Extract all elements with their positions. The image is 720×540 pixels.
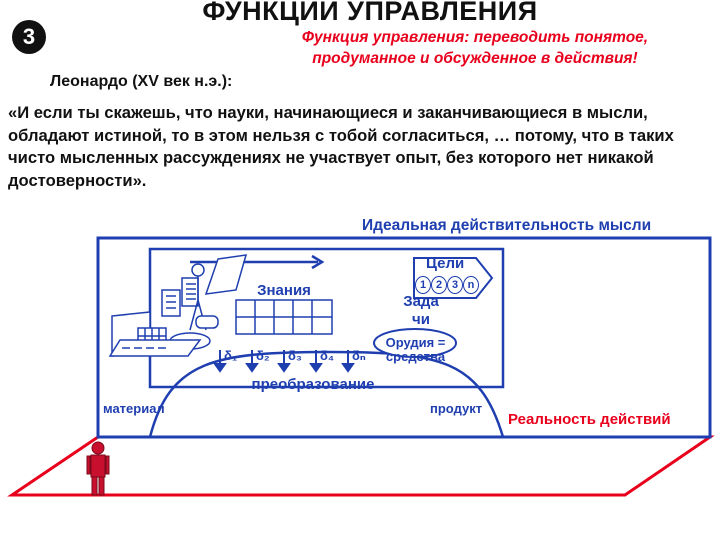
function-note: Функция управления: переводить понятое, …	[301, 29, 649, 67]
quote-text: «И если ты скажешь, что науки, начинающи…	[8, 103, 674, 190]
quote-author: Леонардо (XV век н.э.):	[50, 73, 233, 90]
product-label: продукт	[430, 401, 483, 416]
goals-label: Цели	[426, 255, 465, 272]
material-label: материал	[103, 401, 165, 416]
tasks-label: Задачи	[403, 293, 439, 328]
transformation-label: преобразование	[251, 376, 375, 393]
knowledge-grid	[235, 299, 333, 335]
ideal-frame-outer	[96, 236, 712, 439]
tools-label: Орудия = средства	[385, 335, 446, 364]
workbench-icon	[108, 311, 202, 357]
delta-arrows	[213, 350, 355, 373]
knowledge-label: Знания	[257, 282, 311, 299]
action-reality-label: Реальность действий	[508, 411, 671, 428]
page-title: ФУНКЦИИ УПРАВЛЕНИЯ	[202, 0, 538, 26]
tools-ellipse	[373, 328, 457, 358]
delta-label: δ₂	[256, 348, 270, 363]
person-figure	[86, 441, 110, 496]
goal-number: 3	[447, 276, 463, 294]
delta-label: δ₁	[224, 348, 238, 363]
delta-label: δ₃	[288, 348, 302, 363]
thinker-figure	[161, 254, 248, 350]
transformation-arc	[148, 350, 505, 438]
slide-number-badge: 3	[12, 20, 46, 54]
goal-number: 2	[431, 276, 447, 294]
goal-number: n	[463, 276, 479, 294]
ideal-reality-label: Идеальная действительность мысли	[362, 217, 652, 234]
delta-label: δ₄	[320, 348, 335, 363]
reality-plane	[7, 435, 715, 497]
delta-label: δₙ	[352, 348, 366, 363]
goal-number: 1	[415, 276, 431, 294]
